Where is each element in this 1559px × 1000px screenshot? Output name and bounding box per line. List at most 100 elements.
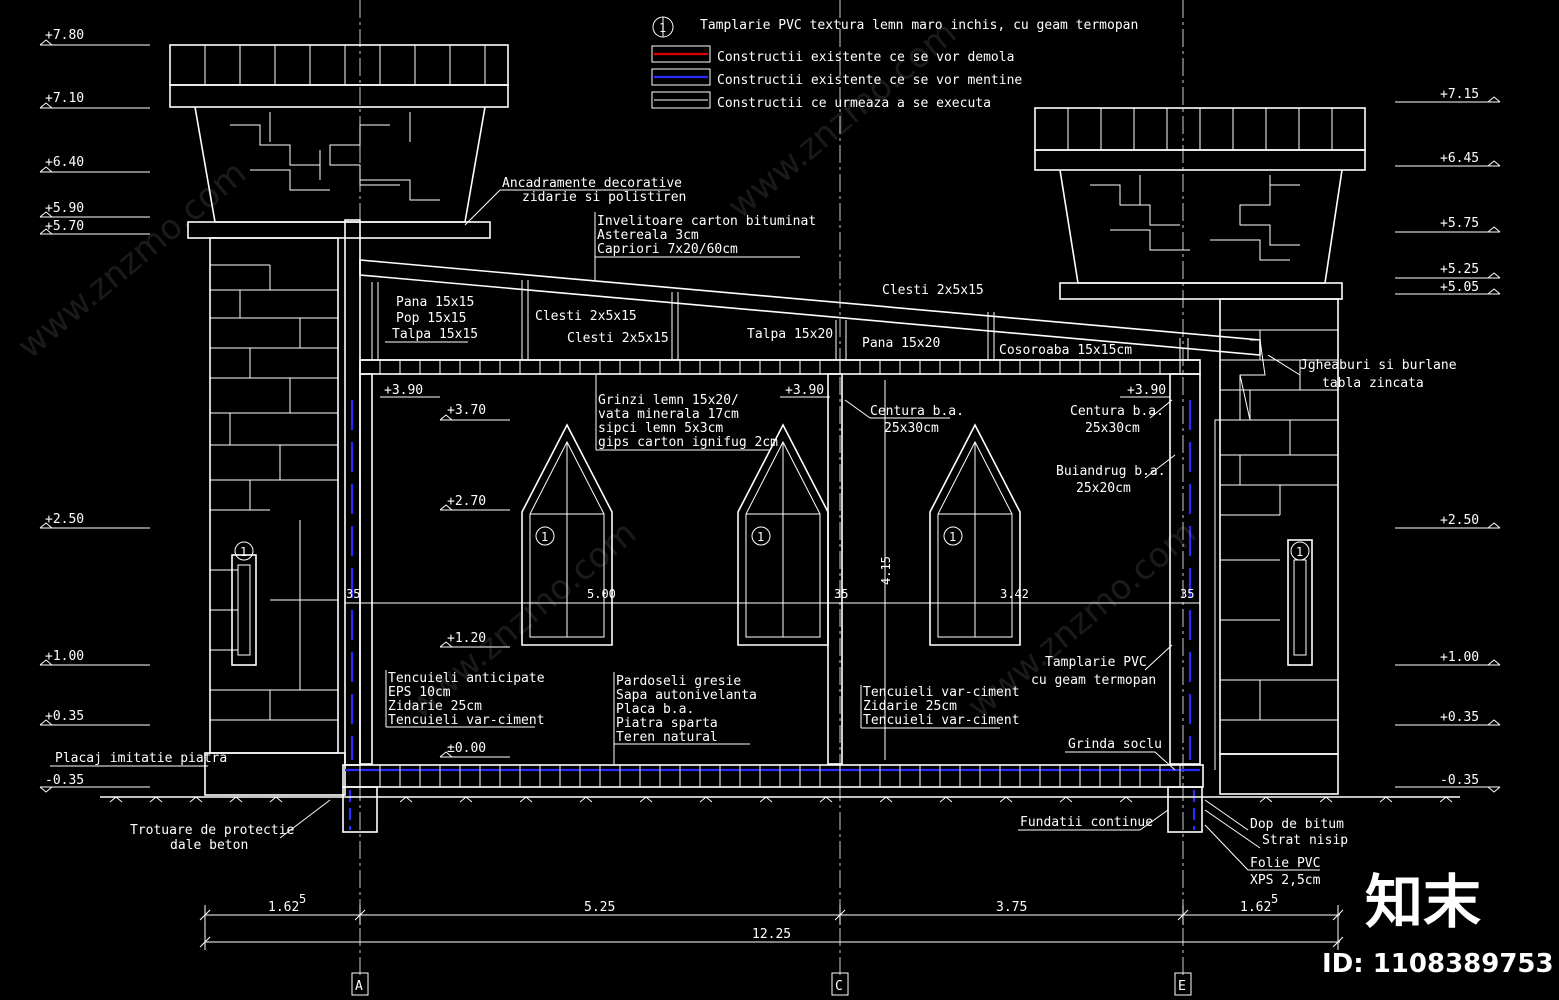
level-left: +0.35	[45, 709, 84, 724]
dim-wall-3: 35	[1180, 587, 1194, 601]
level-interior: +3.90	[785, 383, 824, 398]
dim-height: 4.15	[879, 556, 893, 585]
level-interior: +2.70	[447, 494, 486, 509]
note-jgheaburi: tabla zincata	[1322, 376, 1424, 391]
level-left: +7.10	[45, 91, 84, 106]
note-tencuieli-mid: Tencuieli var-ciment	[863, 685, 1020, 700]
legend-window-note: Tamplarie PVC textura lemn maro inchis, …	[700, 18, 1138, 33]
level-left: +2.50	[45, 512, 84, 527]
level-right: +2.50	[1440, 513, 1479, 528]
dim-seg4: 1.62	[1240, 900, 1271, 915]
dim-seg4-sup: 5	[1271, 892, 1278, 906]
window-tag: 1	[1296, 545, 1303, 559]
level-right: +6.45	[1440, 151, 1479, 166]
levels-left: +7.80 +7.10 +6.40 +5.90 +5.70 +2.50 +1.0…	[39, 28, 150, 793]
note-tencuieli: Tencuieli var-ciment	[388, 713, 545, 728]
note-trotuare: dale beton	[170, 838, 248, 853]
note-pana: Pana 15x20	[862, 336, 940, 351]
note-tencuieli: Tencuieli anticipate	[388, 671, 545, 686]
note-pardoseli: Piatra sparta	[616, 716, 718, 731]
axis-e-label: E	[1178, 979, 1186, 994]
dim-seg1: 1.62	[268, 900, 299, 915]
level-interior: +3.90	[384, 383, 423, 398]
note-pardoseli: Sapa autonivelanta	[616, 688, 757, 703]
note-grinzi: Grinzi lemn 15x20/	[598, 393, 739, 408]
level-interior: ±0.00	[447, 741, 486, 756]
note-strat: Strat nisip	[1262, 833, 1348, 848]
level-interior: +3.70	[447, 403, 486, 418]
watermark-logo: 知末	[1365, 868, 1481, 936]
bottom-dimensions: 1.62 5 5.25 3.75 1.62 5 12.25	[199, 892, 1344, 950]
level-left: +7.80	[45, 28, 84, 43]
note-roof: Astereala 3cm	[597, 228, 699, 243]
left-tower: 1	[169, 44, 509, 796]
note-fundatii: Fundatii continue	[1020, 815, 1153, 830]
note-pardoseli: Teren natural	[616, 730, 718, 745]
note-cosoroaba: Cosoroaba 15x15cm	[999, 343, 1132, 358]
note-decorative: Ancadramente decorative	[502, 176, 682, 191]
note-talpa: Talpa 15x20	[747, 327, 833, 342]
note-clesti: Clesti 2x5x15	[535, 309, 637, 324]
dim-seg2: 5.25	[584, 900, 615, 915]
note-buiandrug: Buiandrug b.a.	[1056, 464, 1166, 479]
note-pardoseli: Placa b.a.	[616, 702, 694, 717]
dim-seg1-sup: 5	[299, 892, 306, 906]
interior-dimensions: 35 5.00 35 3.42 35 4.15	[345, 380, 1200, 760]
note-grinzi: gips carton ignifug 2cm	[598, 435, 778, 450]
window-1: 1	[521, 423, 613, 646]
watermark-site: www.znzmo.com	[960, 513, 1204, 727]
watermark-id: ID: 1108389753	[1322, 949, 1554, 979]
walls	[100, 219, 1460, 833]
level-right: +5.05	[1440, 280, 1479, 295]
level-right: +5.25	[1440, 262, 1479, 277]
legend: 1 Tamplarie PVC textura lemn maro inchis…	[651, 16, 1138, 111]
levels-interior: +3.90 +3.70 +2.70 +1.20 ±0.00 +3.90 +3.9…	[380, 383, 1170, 758]
legend-item-demolish: Constructii existente ce se vor demola	[717, 50, 1014, 65]
note-tencuieli: Zidarie 25cm	[388, 699, 482, 714]
dim-wall-2: 35	[834, 587, 848, 601]
watermark-site: www.znzmo.com	[10, 153, 254, 367]
level-left: +6.40	[45, 155, 84, 170]
dim-room-2: 3.42	[1000, 587, 1029, 601]
note-centura: 25x30cm	[1085, 421, 1140, 436]
note-clesti: Clesti 2x5x15	[567, 331, 669, 346]
annotations: Ancadramente decorative zidarie si polis…	[50, 176, 1457, 888]
level-left: +5.70	[45, 219, 84, 234]
note-roof: Capriori 7x20/60cm	[597, 242, 738, 257]
note-placaj: Placaj imitatie piatra	[55, 751, 227, 766]
level-right: +1.00	[1440, 650, 1479, 665]
level-right: +7.15	[1440, 87, 1479, 102]
note-trotuare: Trotuare de protectie	[130, 823, 295, 838]
dim-room-1: 5.00	[587, 587, 616, 601]
right-tower: 1	[1034, 107, 1366, 795]
window-tag: 1	[757, 530, 764, 544]
window-3: 1	[929, 423, 1021, 646]
level-right: -0.35	[1440, 773, 1479, 788]
note-clesti: Clesti 2x5x15	[882, 283, 984, 298]
note-pop: Pop 15x15	[396, 311, 466, 326]
note-talpa: Talpa 15x15	[392, 327, 478, 342]
dim-total: 12.25	[752, 927, 791, 942]
window-tag: 1	[240, 545, 247, 559]
watermark-site: www.znzmo.com	[720, 13, 964, 227]
dim-wall-1: 35	[346, 587, 360, 601]
legend-item-keep: Constructii existente ce se vor mentine	[717, 73, 1022, 88]
window-tag: 1	[949, 530, 956, 544]
window-2: 1	[737, 423, 829, 646]
dim-seg3: 3.75	[996, 900, 1027, 915]
level-right: +0.35	[1440, 710, 1479, 725]
note-buiandrug: 25x20cm	[1076, 481, 1131, 496]
note-dop: Dop de bitum	[1250, 817, 1344, 832]
note-centura: Centura b.a.	[1070, 404, 1164, 419]
legend-window-symbol: 1	[659, 21, 666, 35]
note-grinda-soclu: Grinda soclu	[1068, 737, 1162, 752]
note-roof: Invelitoare carton bituminat	[597, 214, 816, 229]
window-tag: 1	[541, 530, 548, 544]
note-folie: Folie PVC	[1250, 856, 1320, 871]
note-pardoseli: Pardoseli gresie	[616, 674, 741, 689]
levels-right: +7.15 +6.45 +5.75 +5.25 +5.05 +2.50 +1.0…	[1395, 87, 1501, 793]
note-tencuieli-mid: Zidarie 25cm	[863, 699, 957, 714]
level-left: +1.00	[45, 649, 84, 664]
legend-item-new: Constructii ce urmeaza a se executa	[717, 96, 991, 111]
